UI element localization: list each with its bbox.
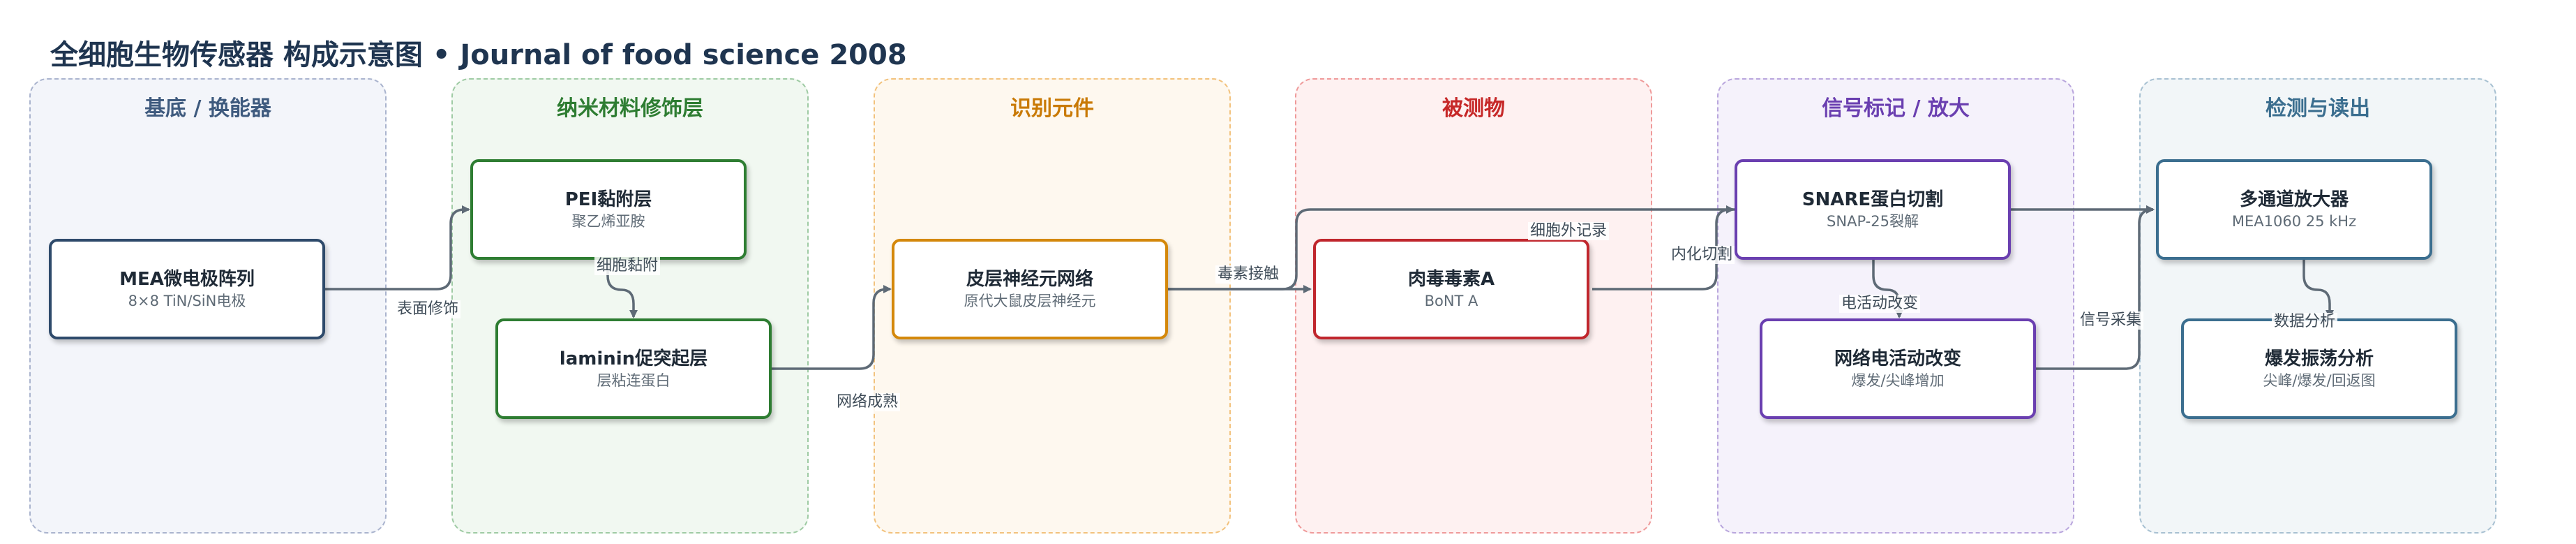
edge-label-toxin-contact: 毒素接触: [1215, 265, 1282, 284]
node-pei-layer: PEI黏附层 聚乙烯亚胺: [470, 159, 747, 260]
node-subtitle: 聚乙烯亚胺: [571, 213, 645, 230]
edge-pei-laminin: [606, 259, 638, 318]
node-title: 多通道放大器: [2239, 189, 2349, 210]
node-subtitle: BoNT A: [1424, 293, 1478, 309]
lane-title-recognition: 识别元件: [1010, 96, 1094, 121]
node-subtitle: 原代大鼠皮层神经元: [964, 293, 1096, 309]
node-title: 爆发振荡分析: [2264, 348, 2374, 369]
node-title: PEI黏附层: [564, 189, 652, 210]
node-title: 皮层神经元网络: [966, 269, 1093, 290]
node-subtitle: 爆发/尖峰增加: [1851, 372, 1945, 389]
node-subtitle: 层粘连蛋白: [597, 372, 671, 389]
node-network-activity: 网络电活动改变 爆发/尖峰增加: [1760, 318, 2036, 419]
node-title: 网络电活动改变: [1834, 348, 1961, 369]
lane-title-analyte: 被测物: [1442, 96, 1505, 121]
node-amplifier: 多通道放大器 MEA1060 25 kHz: [2156, 159, 2432, 260]
node-title: laminin促突起层: [559, 348, 708, 369]
node-title: MEA微电极阵列: [119, 269, 255, 290]
edge-label-activity-change: 电活动改变: [1839, 295, 1921, 313]
edge-label-extracellular-recording: 细胞外记录: [1528, 222, 1610, 240]
lane-nanomaterial: [451, 78, 809, 534]
node-mea-array: MEA微电极阵列 8×8 TiN/SiN电极: [49, 239, 325, 339]
lane-title-signal: 信号标记 / 放大: [1822, 96, 1970, 121]
edge-label-signal-acquisition: 信号采集: [2078, 311, 2144, 330]
edge-label-surface-modification: 表面修饰: [395, 300, 461, 318]
node-cortical-network: 皮层神经元网络 原代大鼠皮层神经元: [892, 239, 1168, 339]
node-title: SNARE蛋白切割: [1802, 189, 1944, 210]
lane-title-nanomaterial: 纳米材料修饰层: [557, 96, 703, 121]
edge-label-data-analysis: 数据分析: [2272, 313, 2338, 331]
edge-laminin-neuron: [770, 285, 892, 370]
edge-amp-burst: [2302, 259, 2334, 318]
lane-title-substrate: 基底 / 换能器: [144, 96, 271, 121]
node-title: 肉毒毒素A: [1407, 269, 1495, 290]
edge-label-internalization: 内化切割: [1669, 246, 1735, 264]
node-subtitle: 尖峰/爆发/回返图: [2263, 372, 2376, 389]
node-laminin-layer: laminin促突起层 层粘连蛋白: [495, 318, 772, 419]
node-subtitle: MEA1060 25 kHz: [2231, 213, 2357, 230]
edge-neuron-amp: [1168, 205, 2155, 291]
lane-title-detection: 检测与读出: [2266, 96, 2370, 121]
node-subtitle: 8×8 TiN/SiN电极: [128, 293, 246, 309]
edge-mea-pei: [325, 205, 470, 291]
edge-label-network-maturation: 网络成熟: [834, 393, 901, 411]
edge-label-cell-adhesion: 细胞黏附: [594, 257, 661, 275]
edge-activity-amp: [2036, 205, 2155, 370]
node-subtitle: SNAP-25裂解: [1827, 213, 1919, 230]
node-burst-analysis: 爆发振荡分析 尖峰/爆发/回返图: [2181, 318, 2457, 419]
node-botulinum-toxin: 肉毒毒素A BoNT A: [1313, 239, 1589, 339]
node-snare-cleavage: SNARE蛋白切割 SNAP-25裂解: [1735, 159, 2011, 260]
page-title: 全细胞生物传感器 构成示意图 • Journal of food science…: [50, 39, 907, 71]
